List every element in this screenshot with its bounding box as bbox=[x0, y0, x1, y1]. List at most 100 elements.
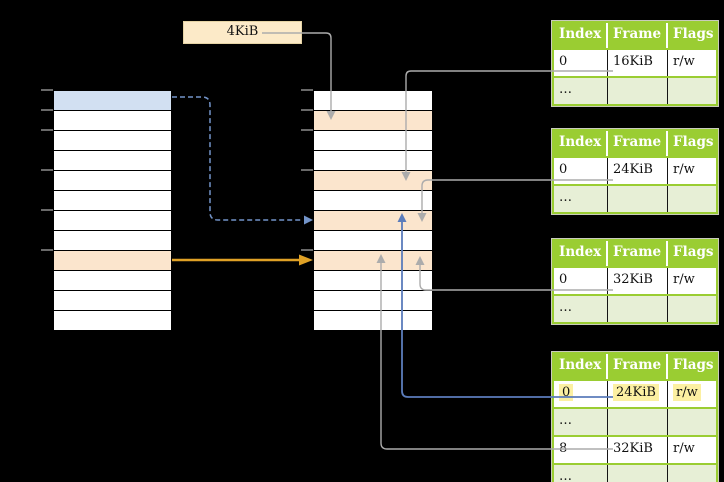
cell-value: … bbox=[559, 190, 572, 205]
cell-value: r/w bbox=[673, 272, 695, 287]
table-header-cell-flags: Flags bbox=[673, 244, 714, 260]
page-table-4-row-3: … bbox=[554, 463, 716, 482]
page-table-3-row-0: 0 32KiB r/w bbox=[554, 266, 716, 294]
cell-value: 32KiB bbox=[613, 441, 653, 456]
table-cell: 0 bbox=[554, 158, 608, 184]
table-header-cell-index: Index bbox=[554, 131, 608, 156]
cell-value: … bbox=[559, 469, 572, 482]
virtual-cell-5 bbox=[54, 191, 171, 211]
table-cell bbox=[608, 296, 668, 322]
table-cell: r/w bbox=[668, 381, 716, 407]
virtual-cell-9 bbox=[54, 271, 171, 291]
physical-cell-5 bbox=[314, 191, 432, 211]
table-cell bbox=[608, 465, 668, 482]
cell-value: … bbox=[559, 300, 572, 315]
physical-cell-2 bbox=[314, 131, 432, 151]
table-header-cell-flags: Flags bbox=[673, 357, 714, 373]
virtual-cell-0 bbox=[54, 91, 171, 111]
table-cell: 0 bbox=[554, 268, 608, 294]
virtual-cell-7 bbox=[54, 231, 171, 251]
table-cell: 16KiB bbox=[608, 50, 668, 76]
physical-memory-column bbox=[313, 90, 433, 331]
page-size-label: 4KiB bbox=[183, 21, 302, 44]
physical-cell-10 bbox=[314, 291, 432, 311]
cell-value: 0 bbox=[559, 272, 568, 287]
table-cell: 0 bbox=[554, 381, 608, 407]
virtual-cell-2 bbox=[54, 131, 171, 151]
physical-cell-6 bbox=[314, 211, 432, 231]
physical-cell-3 bbox=[314, 151, 432, 171]
table-cell bbox=[608, 186, 668, 212]
cell-value: 0 bbox=[559, 54, 568, 69]
table-header-cell-frame: Frame bbox=[608, 241, 668, 266]
cell-value: r/w bbox=[673, 162, 695, 177]
table-header-cell-index: Index bbox=[554, 23, 608, 48]
table-header-cell-frame: Frame bbox=[608, 23, 668, 48]
physical-cell-0 bbox=[314, 91, 432, 111]
page-table-3-row-1: … bbox=[554, 294, 716, 322]
cell-value: r/w bbox=[673, 54, 695, 69]
table-cell bbox=[668, 186, 716, 212]
table-cell bbox=[608, 78, 668, 104]
table-cell: r/w bbox=[668, 268, 716, 294]
highlighted-value: 24KiB bbox=[613, 384, 659, 401]
cell-value: r/w bbox=[673, 441, 695, 456]
page-table-2-row-1: … bbox=[554, 184, 716, 212]
table-cell: 8 bbox=[554, 437, 608, 463]
table-header-cell-index: Index bbox=[554, 241, 608, 266]
virtual-cell-11 bbox=[54, 311, 171, 330]
table-cell bbox=[608, 409, 668, 435]
table-header-cell-frame: Frame bbox=[608, 354, 668, 379]
physical-cell-8 bbox=[314, 251, 432, 271]
table-cell: … bbox=[554, 296, 608, 322]
table-cell bbox=[668, 409, 716, 435]
table-cell: r/w bbox=[668, 437, 716, 463]
table-cell: 0 bbox=[554, 50, 608, 76]
physical-cell-4 bbox=[314, 171, 432, 191]
table-cell: 32KiB bbox=[608, 268, 668, 294]
virtual-cell-1 bbox=[54, 111, 171, 131]
table-cell: … bbox=[554, 78, 608, 104]
cell-value: … bbox=[559, 413, 572, 428]
physical-cell-7 bbox=[314, 231, 432, 251]
virtual-cell-10 bbox=[54, 291, 171, 311]
table-cell: 24KiB bbox=[608, 158, 668, 184]
page-table-4-row-1: … bbox=[554, 407, 716, 435]
arrow-virtual-orange-to-physical bbox=[172, 254, 313, 266]
virtual-memory-column bbox=[53, 90, 172, 331]
virtual-cell-4 bbox=[54, 171, 171, 191]
table-cell: r/w bbox=[668, 50, 716, 76]
table-header-cell-index: Index bbox=[554, 354, 608, 379]
table-cell bbox=[668, 465, 716, 482]
table-header-cell-flags: Flags bbox=[673, 26, 714, 42]
virtual-cell-8 bbox=[54, 251, 171, 271]
page-table-4-row-2: 8 32KiB r/w bbox=[554, 435, 716, 463]
table-cell bbox=[668, 296, 716, 322]
cell-value: 8 bbox=[559, 441, 568, 456]
cell-value: 32KiB bbox=[613, 272, 653, 287]
table-cell: 32KiB bbox=[608, 437, 668, 463]
arrow-virtual-blue-to-physical bbox=[172, 96, 313, 225]
cell-value: 24KiB bbox=[613, 162, 653, 177]
table-cell: … bbox=[554, 186, 608, 212]
cell-value: 0 bbox=[559, 162, 568, 177]
page-table-2-row-0: 0 24KiB r/w bbox=[554, 156, 716, 184]
table-cell: r/w bbox=[668, 158, 716, 184]
table-cell bbox=[668, 78, 716, 104]
table-cell: … bbox=[554, 465, 608, 482]
table-header-cell-frame: Frame bbox=[608, 131, 668, 156]
cell-value: … bbox=[559, 82, 572, 97]
table-cell: … bbox=[554, 409, 608, 435]
page-size-label-text: 4KiB bbox=[226, 24, 259, 39]
virtual-cell-3 bbox=[54, 151, 171, 171]
table-header-cell-flags: Flags bbox=[673, 134, 714, 150]
physical-cell-11 bbox=[314, 311, 432, 330]
page-table-1-row-1: … bbox=[554, 76, 716, 104]
